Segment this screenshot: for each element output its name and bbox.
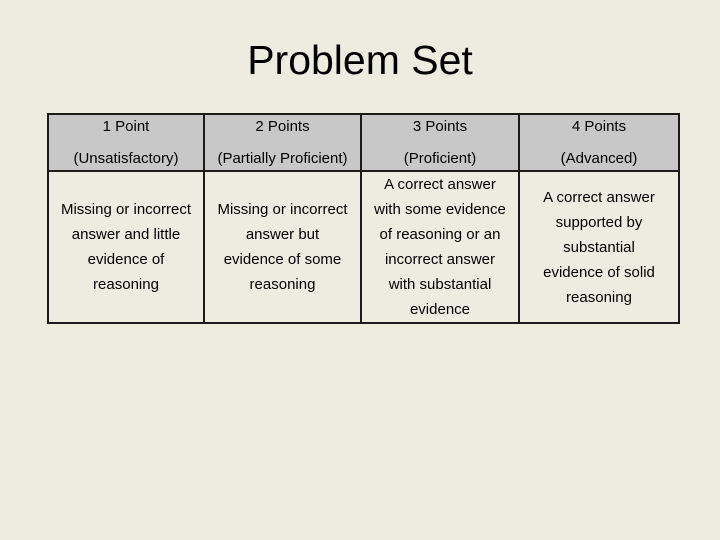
header-cell-content: 2 Points (Partially Proficient) [208, 117, 357, 167]
rubric-description-cell-4: A correct answer supported by substantia… [518, 170, 680, 324]
rubric-header-row: 1 Point (Unsatisfactory) 2 Points (Parti… [47, 113, 680, 172]
slide-title: Problem Set [247, 37, 473, 83]
points-label: 4 Points [571, 117, 627, 135]
header-cell-content: 3 Points (Proficient) [365, 117, 515, 167]
points-label: 1 Point [102, 117, 150, 135]
header-cell-content: 1 Point (Unsatisfactory) [52, 117, 200, 167]
level-label: (Proficient) [403, 149, 477, 167]
points-label: 2 Points [255, 117, 310, 135]
rubric-header-cell-1: 1 Point (Unsatisfactory) [47, 113, 205, 172]
header-cell-content: 4 Points (Advanced) [523, 117, 675, 167]
rubric-header-cell-4: 4 Points (Advanced) [518, 113, 680, 172]
rubric-header-cell-3: 3 Points (Proficient) [360, 113, 520, 172]
rubric-header-cell-2: 2 Points (Partially Proficient) [203, 113, 362, 172]
level-label: (Unsatisfactory) [73, 149, 179, 167]
level-label: (Advanced) [560, 149, 638, 167]
points-label: 3 Points [412, 117, 468, 135]
rubric-description-cell-1: Missing or incorrect answer and little e… [47, 170, 205, 324]
level-label: (Partially Proficient) [217, 149, 348, 167]
rubric-description-cell-3: A correct answer with some evidence of r… [360, 170, 520, 324]
rubric-description-cell-2: Missing or incorrect answer but evidence… [203, 170, 362, 324]
rubric-body-row: Missing or incorrect answer and little e… [47, 170, 680, 324]
rubric-table: 1 Point (Unsatisfactory) 2 Points (Parti… [47, 113, 680, 324]
